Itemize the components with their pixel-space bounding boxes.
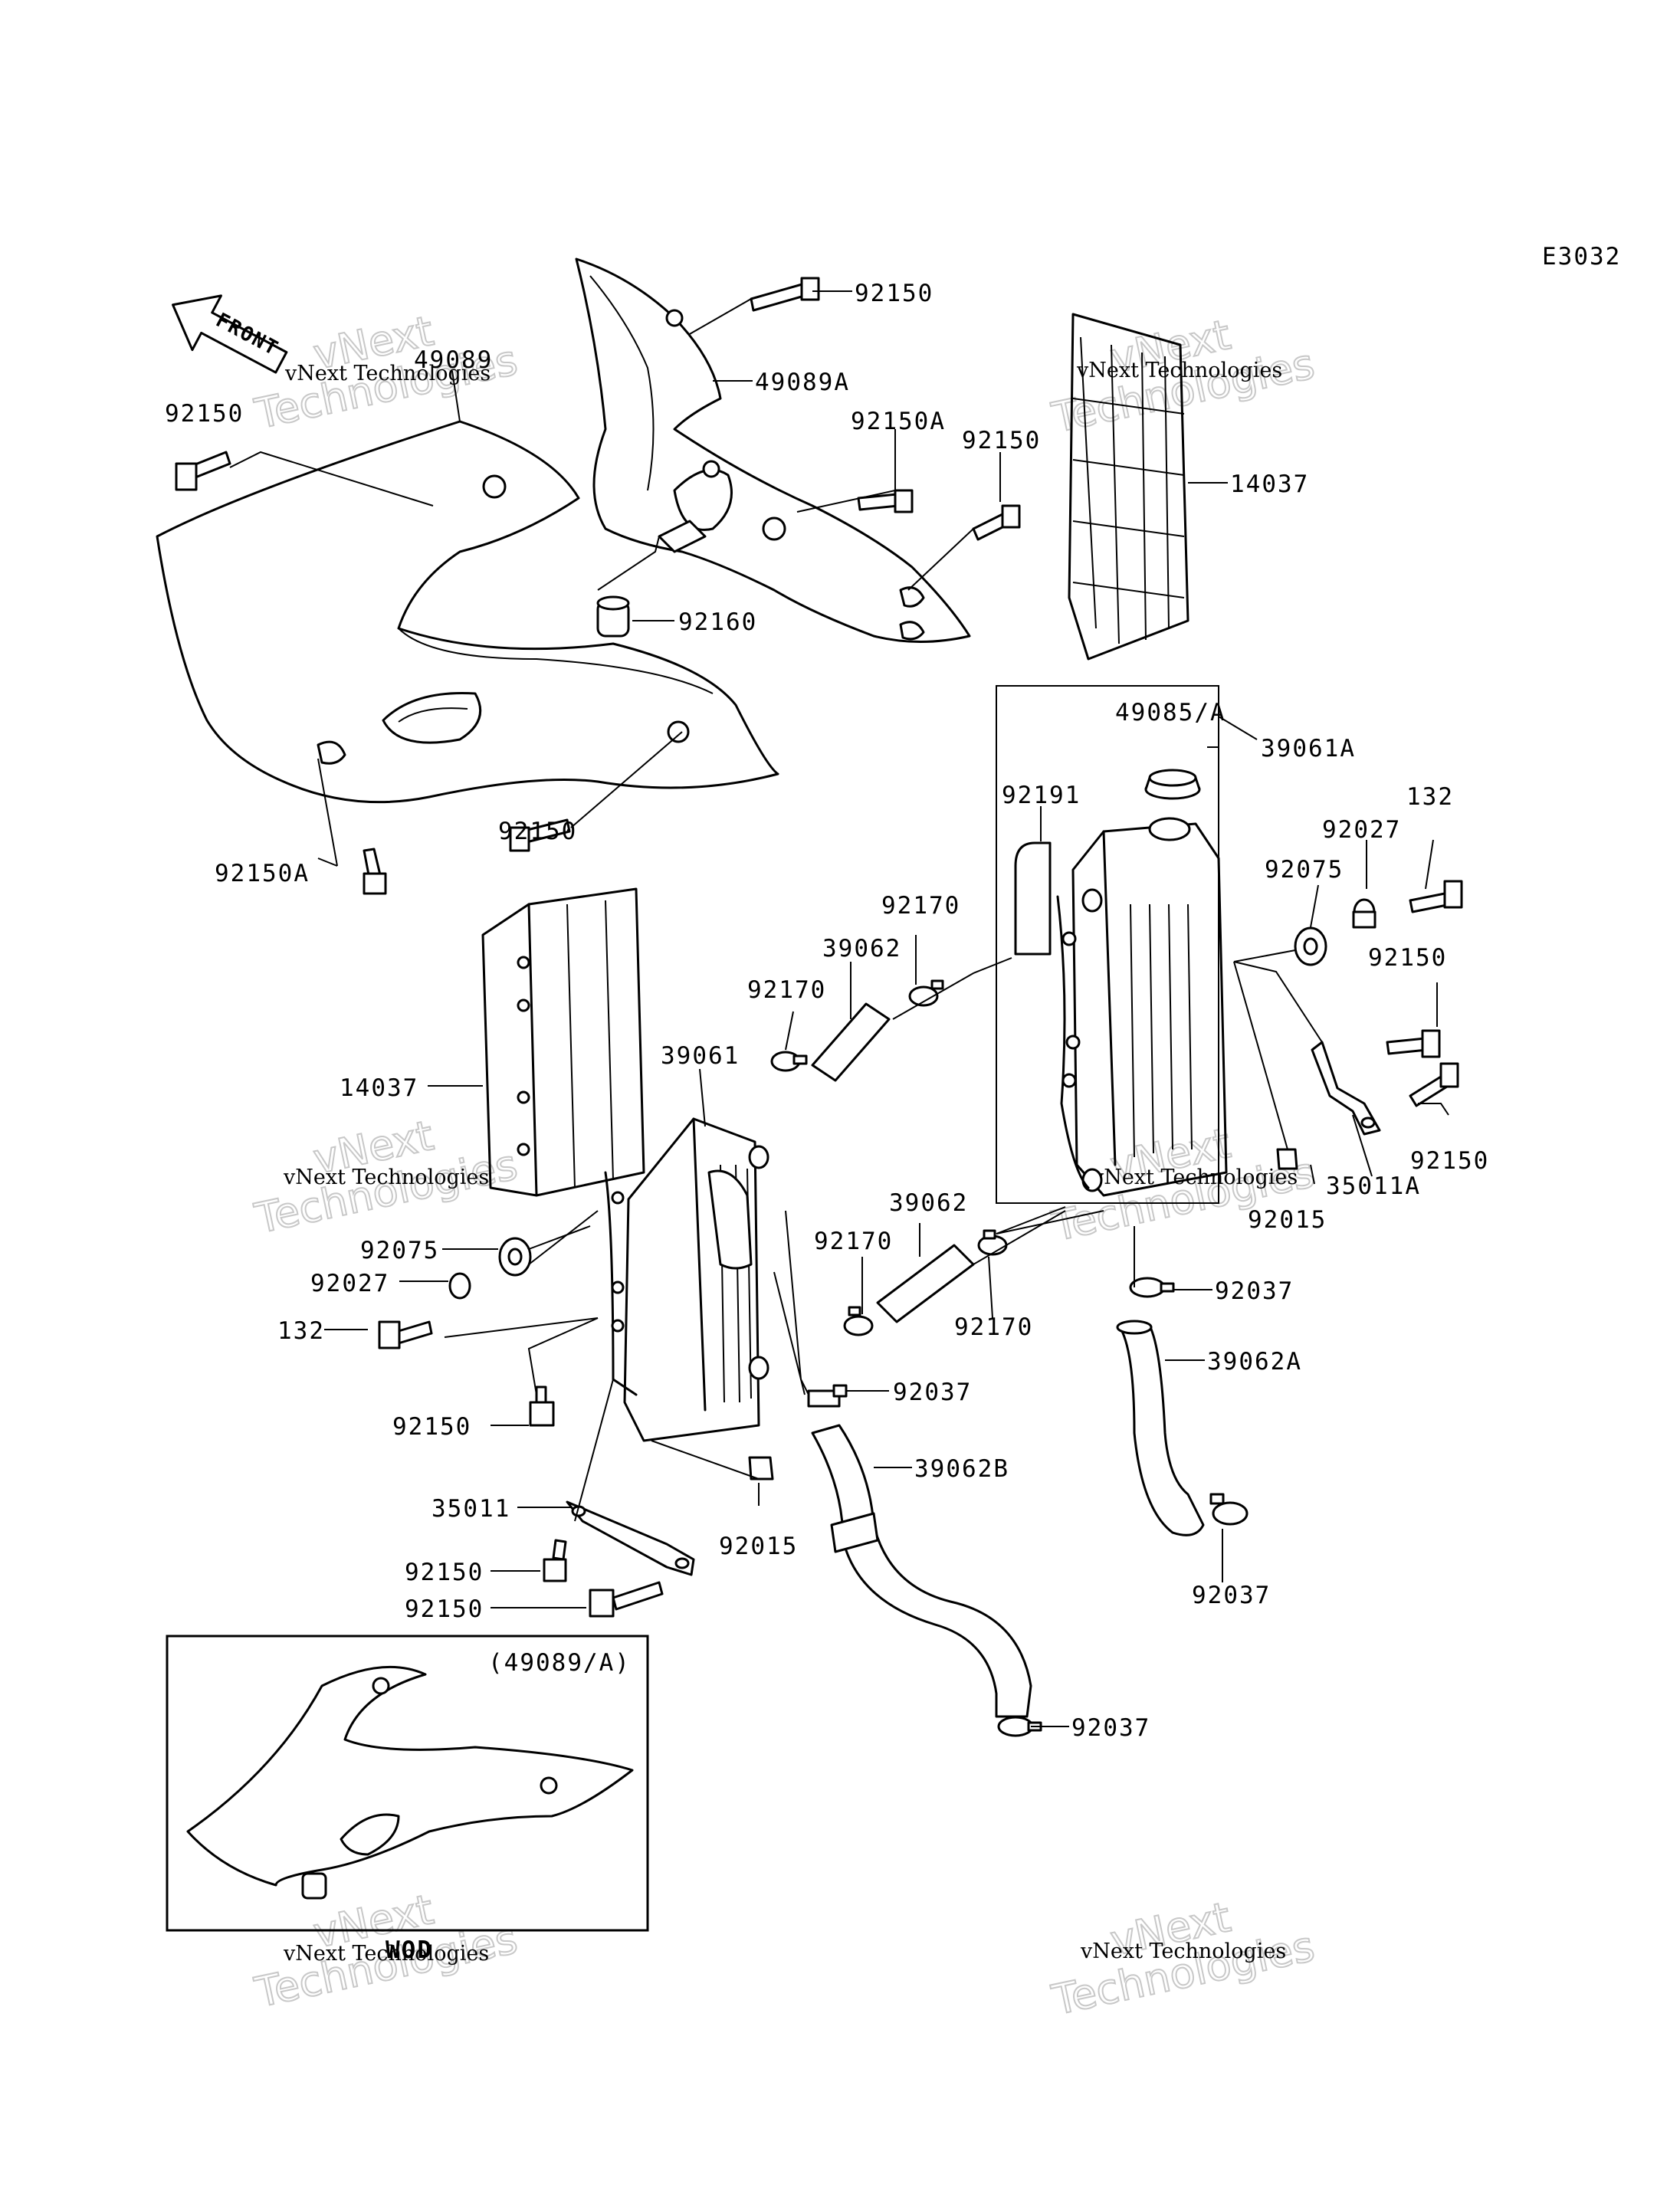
- radiator-right: [996, 685, 1228, 1204]
- leader-lines: [229, 290, 1449, 1727]
- callout-92150: 92150: [1410, 1147, 1489, 1175]
- bolt-icon: [857, 489, 914, 513]
- callout-39062: 39062: [822, 935, 901, 962]
- callout-132: 132: [277, 1317, 325, 1345]
- bolt-icon: [378, 1320, 433, 1349]
- callout-92170: 92170: [747, 976, 826, 1004]
- callout-92037: 92037: [1071, 1714, 1150, 1742]
- callout-labels: 49089 92150 49089A 92150 92150A 92150 14…: [165, 280, 1489, 1742]
- callout-35011: 35011: [431, 1495, 510, 1523]
- callout-92150: 92150: [405, 1595, 484, 1623]
- collar-icon: [448, 1272, 471, 1300]
- callout-14037: 14037: [340, 1074, 418, 1102]
- callout-92150: 92150: [392, 1413, 471, 1441]
- clamp-icon: [843, 1306, 874, 1336]
- radiator-grille-right: [1068, 313, 1189, 661]
- callout-92160: 92160: [678, 608, 757, 636]
- grommet-icon: [498, 1237, 532, 1277]
- callout-92037: 92037: [1215, 1277, 1294, 1305]
- overflow-hose: [1014, 841, 1052, 956]
- callout-14037: 14037: [1230, 471, 1309, 498]
- callout-92150: 92150: [165, 400, 244, 428]
- callout-49089: 49089: [414, 346, 493, 374]
- bracket-35011: [566, 1500, 695, 1576]
- bolt-icon: [1409, 880, 1463, 913]
- callout-92075: 92075: [360, 1237, 439, 1264]
- callout-49089A: 49089A: [755, 369, 850, 396]
- nut-icon: [748, 1456, 774, 1481]
- inset-caption: WOD: [386, 1936, 433, 1964]
- callout-92015: 92015: [1248, 1206, 1327, 1234]
- clamp-icon: [1129, 1277, 1175, 1298]
- callout-92150A: 92150A: [215, 860, 310, 887]
- bolt-icon: [972, 504, 1021, 541]
- hose-39062B: [811, 1424, 1032, 1718]
- hose-39062A: [1116, 1320, 1205, 1536]
- callout-39062B: 39062B: [914, 1455, 1009, 1483]
- bolt-icon: [509, 818, 571, 852]
- plug-92160: [596, 595, 630, 638]
- bolt-icon: [363, 848, 387, 895]
- clamp-icon: [908, 979, 944, 1007]
- callout-92037: 92037: [1192, 1582, 1271, 1609]
- callout-92150: 92150: [855, 280, 934, 307]
- callout-92037: 92037: [893, 1379, 972, 1406]
- bracket-35011A: [1311, 1041, 1381, 1136]
- radiator-cap: [1144, 769, 1201, 800]
- radiator-grille-left: [481, 887, 645, 1197]
- clamp-icon: [977, 1229, 1008, 1256]
- radiator-shroud-left: [156, 420, 779, 804]
- callout-92015: 92015: [719, 1533, 798, 1560]
- callout-39061: 39061: [661, 1042, 740, 1070]
- watermark-caption: vNext Technologies: [1076, 359, 1282, 382]
- watermark-caption: vNext Technologies: [283, 1166, 489, 1189]
- collar-icon: [1352, 898, 1376, 929]
- bolt-icon: [1386, 1029, 1441, 1058]
- nut-icon: [1276, 1148, 1298, 1170]
- callout-132: 132: [1406, 783, 1454, 811]
- callout-92027: 92027: [310, 1270, 389, 1297]
- inset-title: (49089/A): [488, 1649, 631, 1677]
- callout-92150: 92150: [1368, 944, 1447, 972]
- watermark-group: vNext Technologies vNext Technologies vN…: [250, 306, 1319, 2025]
- callout-39062A: 39062A: [1207, 1348, 1302, 1376]
- bolt-icon: [1409, 1062, 1459, 1107]
- callout-92150A: 92150A: [851, 408, 946, 435]
- callout-92027: 92027: [1322, 816, 1401, 844]
- callout-92150: 92150: [405, 1559, 484, 1586]
- callout-92170: 92170: [954, 1313, 1033, 1341]
- grommet-icon: [1294, 926, 1327, 966]
- clamp-icon: [770, 1051, 808, 1072]
- callout-92170: 92170: [881, 892, 960, 920]
- callout-39061A: 39061A: [1261, 735, 1356, 762]
- clamp-icon: [807, 1384, 848, 1408]
- clamp-icon: [1209, 1493, 1249, 1526]
- hose-39062-lower: [876, 1244, 975, 1323]
- radiator-left: [604, 1117, 769, 1442]
- bolt-icon: [589, 1581, 664, 1618]
- watermark-caption: vNext Technologies: [284, 362, 491, 385]
- callout-92150: 92150: [962, 427, 1041, 454]
- shroud-inner-49089A: [575, 257, 971, 643]
- bolt-icon: [750, 277, 820, 312]
- callout-92191: 92191: [1002, 782, 1081, 809]
- callout-49085A: 49085/A: [1115, 699, 1226, 726]
- callout-39062: 39062: [889, 1189, 968, 1217]
- callout-92075: 92075: [1265, 856, 1344, 884]
- callout-35011A: 35011A: [1326, 1172, 1421, 1200]
- watermark-caption: vNext Technologies: [283, 1942, 489, 1966]
- callout-92170: 92170: [814, 1228, 893, 1255]
- front-arrow-icon: FRONT: [172, 294, 288, 374]
- callout-92150: 92150: [498, 818, 577, 845]
- bolt-icon: [175, 451, 231, 491]
- watermark-caption: vNext Technologies: [1080, 1940, 1286, 1963]
- hose-39062-upper: [811, 1002, 891, 1082]
- inset-box: (49089/A) WOD: [166, 1635, 649, 1964]
- diagram-code: E3032: [1542, 243, 1621, 271]
- bolt-icon: [543, 1539, 567, 1582]
- bolt-icon: [529, 1385, 555, 1427]
